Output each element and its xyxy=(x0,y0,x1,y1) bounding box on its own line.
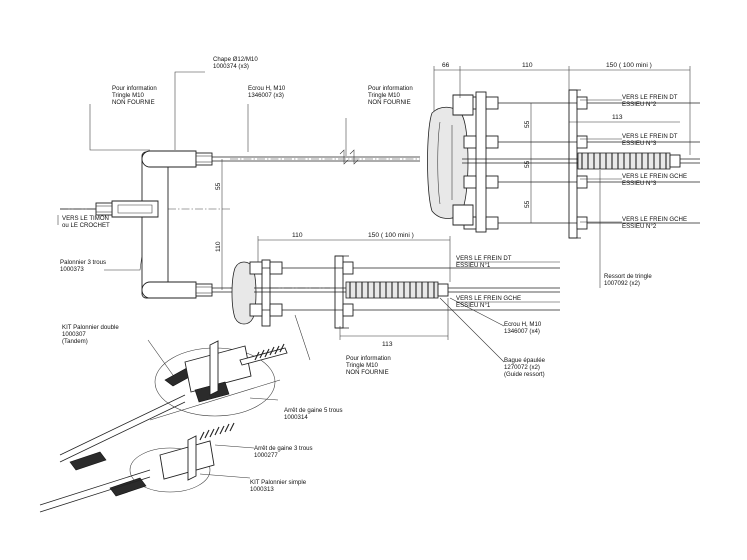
dim-110-top: 110 xyxy=(522,62,533,69)
dim-150-top: 150 ( 100 mini ) xyxy=(606,62,652,69)
label-bague-3: (Guide ressort) xyxy=(504,371,545,378)
label-frein-dt-3-1: VERS LE FREIN DT xyxy=(622,133,678,140)
label-info-tl-2: Tringle M10 xyxy=(112,92,145,99)
palonnier-double xyxy=(427,106,469,219)
label-arret3-2: 1000277 xyxy=(254,452,278,459)
label-chape-2: 1000374 (x3) xyxy=(213,63,249,70)
dim-55-left: 55 xyxy=(215,182,222,190)
arret-gaine-3-trous-assembly xyxy=(231,255,560,329)
dim-110-mid: 110 xyxy=(292,232,303,239)
label-frein-dt-2-2: ESSIEU N°2 xyxy=(622,101,657,108)
label-timon-2: ou LE CROCHET xyxy=(62,222,110,229)
label-frein-dt-1-1: VERS LE FREIN DT xyxy=(456,255,512,262)
label-info-bottom-2: Tringle M10 xyxy=(346,362,379,369)
palonnier-plate xyxy=(141,151,169,299)
label-bague-2: 1270072 (x2) xyxy=(504,364,540,371)
chape-bottom xyxy=(141,281,197,299)
label-kit-double-3: (Tandem) xyxy=(62,338,88,345)
isometric-kit-simple xyxy=(39,422,235,513)
label-ressort-2: 1007092 (x2) xyxy=(604,280,640,287)
dim-113-top: 113 xyxy=(612,114,623,121)
dim-55-a: 55 xyxy=(524,120,531,128)
label-timon-1: VERS LE TIMON xyxy=(62,215,109,222)
label-info-bottom-3: NON FOURNIE xyxy=(346,369,389,376)
palonnier-3-trous-assembly xyxy=(60,149,420,299)
gaine-plate-top xyxy=(475,91,487,233)
label-palonnier3-2: 1000373 xyxy=(60,266,84,273)
label-frein-gche-3-2: ESSIEU N°3 xyxy=(622,180,657,187)
chape-top xyxy=(141,150,197,168)
label-ecrou-top-1: Ecrou H, M10 xyxy=(248,85,286,92)
label-frein-gche-2-2: ESSIEU N°2 xyxy=(622,223,657,230)
label-kit-simple-2: 1000313 xyxy=(250,486,274,493)
ecrou-top xyxy=(195,152,213,166)
dim-113-bottom: 113 xyxy=(382,341,393,348)
label-info-tl-3: NON FOURNIE xyxy=(112,99,155,106)
label-frein-gche-2-1: VERS LE FREIN GCHE xyxy=(622,216,687,223)
label-info-tl-1: Pour information xyxy=(112,85,157,92)
dim-150-mid: 150 ( 100 mini ) xyxy=(368,232,414,239)
label-frein-gche-1-1: VERS LE FREIN GCHE xyxy=(456,295,521,302)
label-arret3-1: Arrêt de gaine 3 trous xyxy=(254,445,313,452)
label-info-bottom-1: Pour information xyxy=(346,355,391,362)
label-kit-simple-1: KIT Palonnier simple xyxy=(250,479,307,486)
label-bague-1: Bague épaulée xyxy=(504,357,546,364)
chape-middle xyxy=(111,200,159,218)
gaine-plate-spring xyxy=(568,89,578,239)
arret-gaine-5-trous-assembly xyxy=(427,89,700,239)
dim-110-left: 110 xyxy=(215,241,222,252)
label-info-tm-1: Pour information xyxy=(368,85,413,92)
label-ressort-1: Ressort de tringle xyxy=(604,273,652,280)
dimension-lines xyxy=(221,66,691,340)
label-ecrou-top-2: 1346007 (x3) xyxy=(248,92,284,99)
dim-55-c: 55 xyxy=(524,200,531,208)
label-frein-gche-1-2: ESSIEU N°1 xyxy=(456,302,491,309)
label-frein-dt-2-1: VERS LE FREIN DT xyxy=(622,94,678,101)
gaine-plate-mid-left xyxy=(261,259,271,327)
leader-lines xyxy=(57,71,622,479)
label-kit-double-1: KIT Palonnier double xyxy=(62,324,119,331)
label-kit-double-2: 1000307 xyxy=(62,331,86,338)
ecrou-middle xyxy=(95,202,113,216)
label-frein-dt-1-2: ESSIEU N°1 xyxy=(456,262,491,269)
label-info-tm-3: NON FOURNIE xyxy=(368,99,411,106)
label-palonnier3-1: Palonnier 3 trous xyxy=(60,259,106,266)
dim-55-b: 55 xyxy=(524,160,531,168)
dim-66: 66 xyxy=(442,62,450,69)
label-chape-1: Chape Ø12/M10 xyxy=(213,56,258,63)
ecrou-bottom xyxy=(195,283,213,297)
label-info-tm-2: Tringle M10 xyxy=(368,92,401,99)
label-frein-gche-3-1: VERS LE FREIN GCHE xyxy=(622,173,687,180)
label-arret5-1: Arrêt de gaine 5 trous xyxy=(284,407,343,414)
isometric-kit-double xyxy=(59,340,288,463)
label-ecrou-bottom-2: 1346007 (x4) xyxy=(504,328,540,335)
label-ecrou-bottom-1: Ecrou H, M10 xyxy=(504,321,542,328)
label-arret5-2: 1000314 xyxy=(284,414,308,421)
label-frein-dt-3-2: ESSIEU N°3 xyxy=(622,140,657,147)
